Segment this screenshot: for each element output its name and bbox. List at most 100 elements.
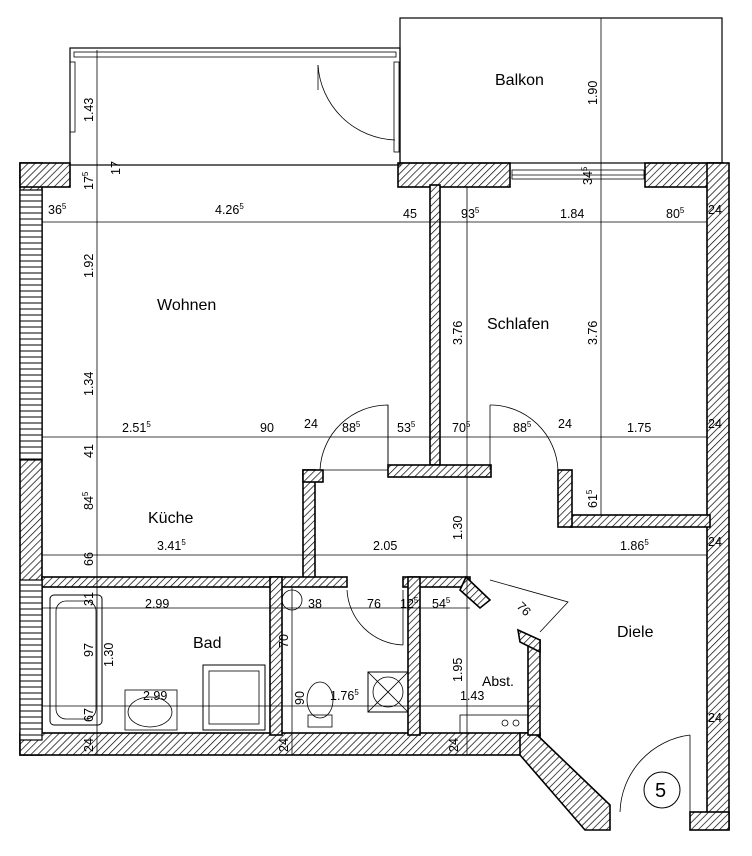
wall-schlafen-bottom	[569, 514, 711, 528]
shower-inner	[208, 670, 260, 725]
label-abst: Abst.	[482, 673, 514, 689]
dim-mid-70: 705	[452, 420, 471, 435]
dim-v-143: 1.43	[82, 98, 96, 122]
dim-b-299b: 2.99	[143, 689, 167, 703]
dim-v-175: 175	[81, 171, 96, 190]
window-left-hatch	[19, 189, 43, 461]
dim-top-36: 365	[48, 202, 67, 217]
dim-top-426: 4.265	[215, 202, 244, 217]
dim-b-299a: 2.99	[145, 597, 169, 611]
dim-v-67: 67	[82, 708, 96, 722]
dim-b-76door: 76	[514, 599, 534, 619]
dim-mid-175: 1.75	[627, 421, 651, 435]
wall-bad-top	[41, 576, 348, 588]
dim-mid-53: 535	[397, 420, 416, 435]
dim-top-93: 935	[461, 206, 480, 221]
dim-v-376a: 3.76	[451, 321, 465, 345]
toilet	[306, 681, 334, 719]
interior-walls	[41, 184, 711, 736]
washer-x2	[367, 671, 409, 713]
dim-b-24right: 24	[708, 711, 722, 725]
stove-ring-1	[501, 719, 509, 727]
loggia-frame-inner-left	[69, 61, 76, 133]
label-diele: Diele	[617, 624, 654, 641]
wall-top-left	[19, 162, 71, 188]
loggia-frame-inner-top	[73, 51, 397, 58]
dim-v-24b: 24	[277, 738, 291, 752]
fixtures	[49, 589, 681, 809]
door-schlafen	[489, 404, 559, 471]
wall-bad-right	[269, 576, 283, 736]
dim-b-38: 38	[308, 597, 322, 611]
balcony	[69, 17, 723, 180]
window-top	[511, 169, 645, 180]
wall-abst-diag	[459, 575, 492, 610]
dim-v-192: 1.92	[82, 254, 96, 278]
dim-b-143: 1.43	[460, 689, 484, 703]
dimension-lines	[42, 18, 707, 755]
dim-mid-88b: 885	[513, 420, 532, 435]
dim-b-76: 76	[367, 597, 381, 611]
door-bad	[346, 589, 404, 646]
wall-diagonal	[519, 732, 611, 831]
dim-mid-24c: 24	[708, 417, 722, 431]
unit-number-circle	[643, 771, 681, 809]
door-abst	[489, 579, 569, 633]
dim-mid-88a: 885	[342, 420, 361, 435]
stove-ring-2	[512, 719, 520, 727]
doors	[319, 404, 691, 813]
dim-v-17: 17	[109, 161, 123, 175]
toilet-tank	[307, 714, 333, 728]
dim-v-97: 97	[82, 643, 96, 657]
dim-b-54: 545	[432, 596, 451, 611]
balkon-slab	[399, 17, 723, 164]
balcony-door-swing	[317, 64, 396, 141]
label-balkon: Balkon	[495, 72, 544, 89]
bathtub-inner	[55, 600, 97, 720]
dim-v-376b: 3.76	[586, 321, 600, 345]
door-entry	[619, 734, 691, 813]
label-schlafen: Schlafen	[487, 316, 549, 333]
loggia-frame-inner-right	[393, 61, 400, 153]
dim-v-130bad: 1.30	[102, 643, 116, 667]
dim-k-186: 1.865	[620, 538, 649, 553]
dim-mid-251: 2.515	[122, 420, 151, 435]
dim-k-24: 24	[708, 535, 722, 549]
dim-b-12: 125	[400, 596, 419, 611]
dim-v-130: 1.30	[451, 516, 465, 540]
dim-v-24c: 24	[447, 738, 461, 752]
washer-drum	[372, 676, 404, 708]
dim-v-31: 31	[82, 592, 96, 606]
door-wohnen	[319, 404, 389, 471]
wall-bottom-right	[689, 811, 730, 831]
dim-v-345: 345	[580, 166, 595, 185]
dim-v-66: 66	[82, 552, 96, 566]
wall-abst-diag2	[516, 628, 541, 654]
wall-schlafen-stub	[557, 469, 573, 528]
wall-stub-center	[387, 464, 492, 478]
wall-kitchen-corner	[302, 469, 316, 581]
dim-mid-90: 90	[260, 421, 274, 435]
dimension-labels: 365 4.265 45 935 1.84 805 24 2.515 90 24…	[48, 81, 722, 752]
wall-wohnen-schlafen	[429, 184, 441, 466]
wall-top-mid	[397, 162, 511, 188]
dim-k-205: 2.05	[373, 539, 397, 553]
dim-top-24: 24	[708, 203, 722, 217]
dim-v-90: 90	[293, 691, 307, 705]
label-kueche: Küche	[148, 510, 193, 527]
wall-abst-left	[407, 576, 421, 736]
wall-abst-right	[527, 639, 541, 736]
dim-top-80: 805	[666, 206, 685, 221]
dim-v-41: 41	[82, 444, 96, 458]
dim-v-70: 70	[277, 634, 291, 648]
washbasin	[127, 696, 173, 728]
dim-v-190: 1.90	[586, 81, 600, 105]
wall-kitchen-top	[302, 469, 324, 483]
dim-v-195: 1.95	[451, 658, 465, 682]
dim-mid-24a: 24	[304, 417, 318, 431]
dim-k-341: 3.415	[157, 538, 186, 553]
dim-v-24a: 24	[82, 738, 96, 752]
shower-tray	[202, 664, 266, 731]
dim-top-184: 1.84	[560, 207, 584, 221]
kitchen-counter	[459, 714, 529, 734]
